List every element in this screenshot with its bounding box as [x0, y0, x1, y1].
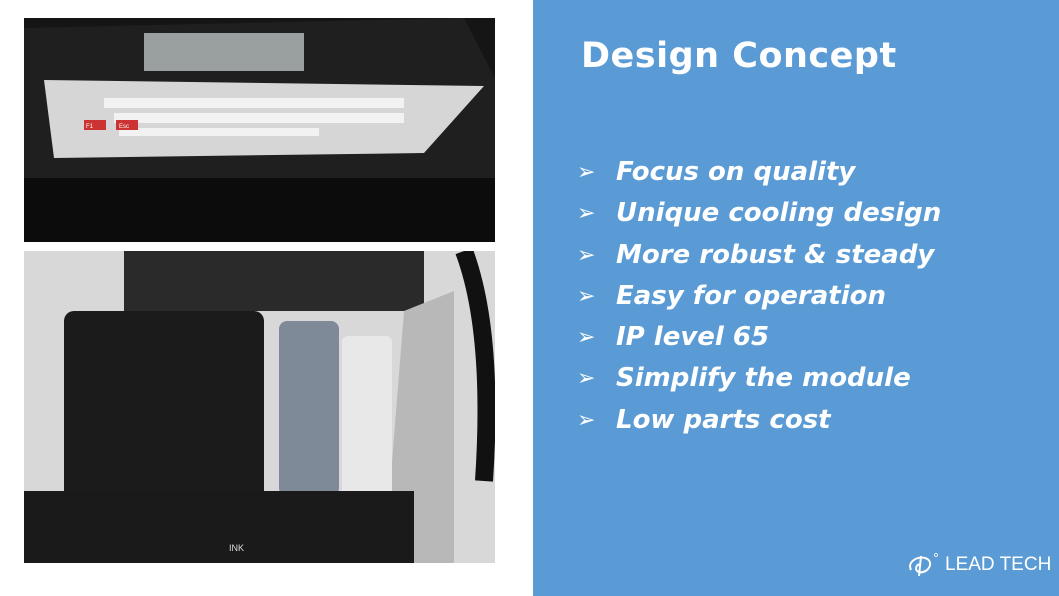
list-item: ➢Unique cooling design — [577, 193, 941, 234]
feature-list: ➢Focus on quality ➢Unique cooling design… — [577, 152, 941, 441]
list-item: ➢Easy for operation — [577, 276, 941, 317]
list-item: ➢Low parts cost — [577, 400, 941, 441]
list-item: ➢IP level 65 — [577, 317, 941, 358]
slide-title: Design Concept — [581, 36, 897, 76]
arrowhead-bullet-icon: ➢ — [577, 325, 596, 351]
f1-key-label: F1 — [86, 124, 94, 130]
arrowhead-bullet-icon: ➢ — [577, 407, 596, 433]
printer-keyboard-photo: F1 Esc — [24, 18, 495, 242]
brand-name: LEAD TECH — [945, 554, 1052, 575]
arrowhead-bullet-icon: ➢ — [577, 242, 596, 268]
arrowhead-bullet-icon: ➢ — [577, 160, 596, 185]
arrowhead-bullet-icon: ➢ — [577, 283, 596, 309]
ink-label: INK — [229, 543, 244, 553]
list-item: ➢Simplify the module — [577, 358, 941, 399]
list-item: ➢Focus on quality — [577, 152, 941, 193]
brand-logo: LEAD TECH — [905, 552, 1051, 578]
arrowhead-bullet-icon: ➢ — [577, 366, 596, 392]
lead-tech-logo-icon — [909, 553, 938, 577]
list-item: ➢More robust & steady — [577, 235, 941, 276]
esc-key-label: Esc — [119, 124, 129, 130]
arrowhead-bullet-icon: ➢ — [577, 201, 596, 227]
content-panel: Design Concept ➢Focus on quality ➢Unique… — [533, 0, 1059, 596]
printer-ink-module-photo: INK — [24, 251, 495, 563]
